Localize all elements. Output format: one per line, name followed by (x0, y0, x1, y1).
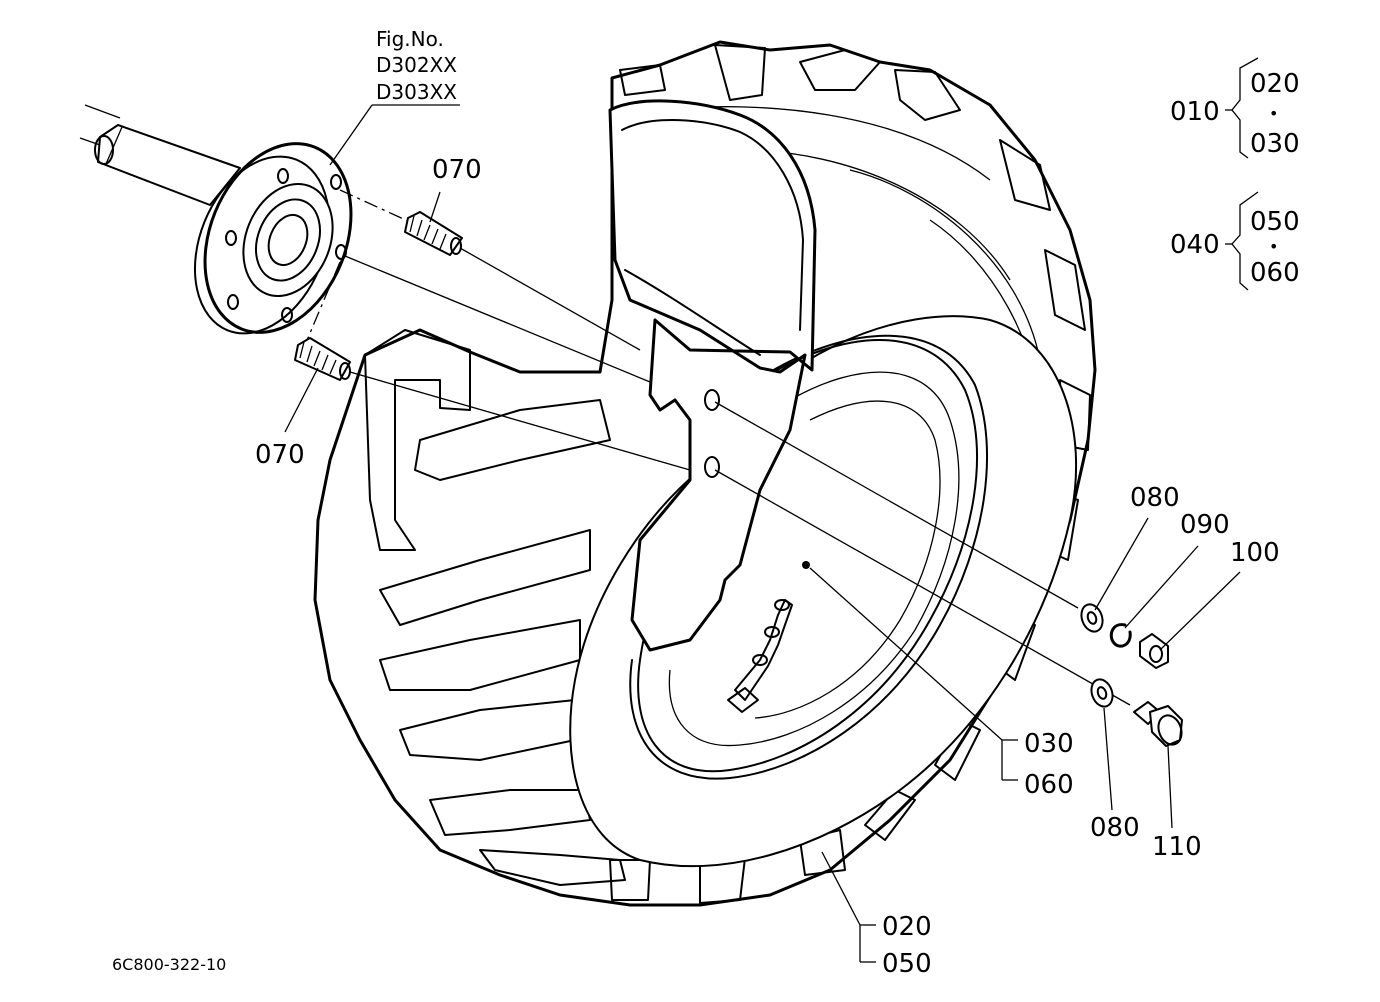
callout-060: 060 (1024, 770, 1074, 800)
group-child-020: 020 (1250, 69, 1300, 99)
assembly-group-040: 040 050 • 060 (1170, 207, 1300, 288)
washer-upper (1080, 603, 1104, 633)
group-child-050: 050 (1250, 207, 1300, 237)
callout-020: 020 (882, 912, 932, 942)
figure-reference: Fig.No. D302XX D303XX (376, 27, 457, 104)
callout-100: 100 (1230, 538, 1280, 568)
callout-110: 110 (1152, 832, 1202, 862)
stud-lower (294, 337, 351, 381)
leader-lines (284, 57, 1259, 963)
valve-stem (727, 599, 793, 713)
callout-080-upper: 080 (1130, 483, 1180, 513)
spring-washer (1109, 623, 1132, 648)
fig-code-2: D303XX (376, 80, 457, 104)
group-parent-010: 010 (1170, 97, 1220, 127)
group-separator-1: • (1269, 104, 1278, 123)
valve-cap (1133, 701, 1183, 747)
wheel-disc (608, 99, 817, 652)
assembly-group-010: 010 020 • 030 (1170, 69, 1300, 159)
callout-070-upper: 070 (432, 155, 482, 185)
group-separator-2: • (1269, 237, 1278, 256)
group-parent-040: 040 (1170, 230, 1220, 260)
group-child-060: 060 (1250, 258, 1300, 288)
stud-upper (404, 211, 463, 256)
group-child-030: 030 (1250, 129, 1300, 159)
callout-030: 030 (1024, 729, 1074, 759)
callout-090: 090 (1180, 510, 1230, 540)
callout-050: 050 (882, 949, 932, 979)
hub-flange (193, 142, 353, 335)
alignment-lines (304, 189, 1131, 706)
callout-070-lower: 070 (255, 440, 305, 470)
washer-lower (1090, 678, 1114, 708)
fig-code-1: D302XX (376, 53, 457, 77)
drawing-number: 6C800-322-10 (112, 955, 226, 974)
axle-shaft (79, 104, 241, 206)
fig-no-label: Fig.No. (376, 27, 444, 51)
nut (1139, 633, 1169, 669)
callout-080-lower: 080 (1090, 813, 1140, 843)
